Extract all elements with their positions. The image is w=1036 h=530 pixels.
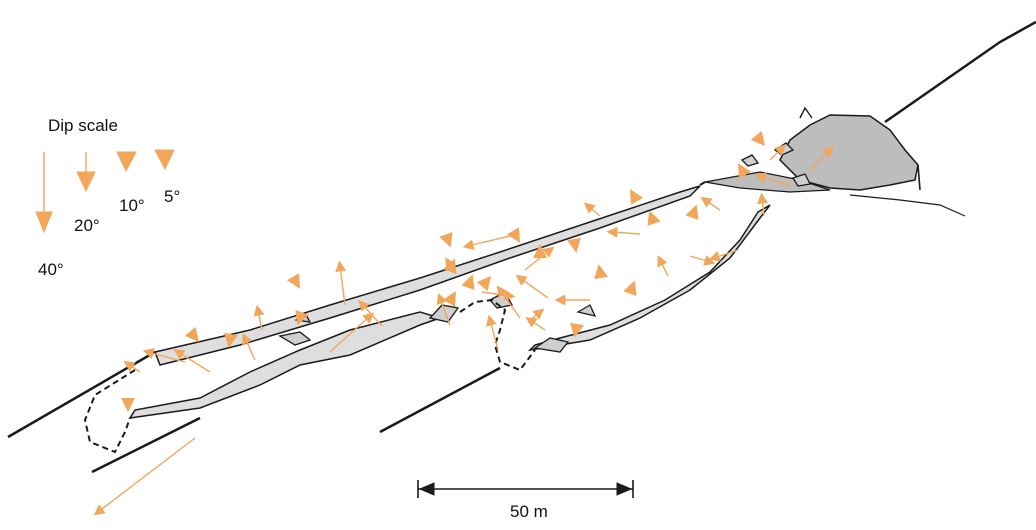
- dip-arrow: [242, 332, 256, 361]
- dip-arrow: [481, 289, 516, 301]
- structure-lines: [7, 20, 1036, 474]
- legend-head-5: [154, 149, 175, 171]
- dip-arrow: [708, 249, 739, 262]
- legend-head-40: [35, 211, 53, 234]
- legend-label-40: 40°: [38, 260, 64, 279]
- dip-arrow: [757, 192, 769, 217]
- dip-arrow: [93, 437, 196, 516]
- dip-head: [647, 210, 661, 227]
- dip-arrow: [358, 299, 383, 327]
- legend-label-5: 5°: [164, 187, 181, 206]
- dip-head: [442, 291, 456, 307]
- legend-head-20: [76, 171, 96, 193]
- upper-wall: [153, 185, 701, 366]
- dip-arrow: [606, 226, 641, 238]
- dip-arrow: [527, 308, 545, 323]
- boulders: [278, 142, 811, 353]
- legend-label-20: 20°: [74, 216, 100, 235]
- chamber: [704, 114, 919, 193]
- dip-arrow: [525, 316, 546, 331]
- legend-label-10: 10°: [119, 196, 145, 215]
- dashed-outlines: [83, 181, 706, 454]
- dip-arrow: [524, 246, 555, 271]
- dip-arrow: [583, 202, 601, 217]
- dip-arrow: [436, 292, 451, 326]
- dip-head: [184, 326, 200, 343]
- dip-arrows: [93, 130, 834, 516]
- dip-arrow: [142, 348, 186, 363]
- dip-arrow: [809, 146, 834, 171]
- dip-arrow: [173, 349, 211, 373]
- dip-arrow: [754, 172, 791, 187]
- dip-head: [476, 275, 492, 292]
- dip-head: [461, 274, 475, 291]
- dip-arrow: [700, 196, 721, 211]
- dip-head: [506, 227, 520, 243]
- dip-head: [295, 309, 309, 326]
- dip-arrow: [486, 314, 499, 351]
- dip-head: [738, 163, 752, 179]
- scale-bar: [417, 480, 634, 498]
- dip-arrow: [335, 260, 347, 306]
- dip-head: [570, 322, 584, 338]
- dip-head: [750, 130, 766, 147]
- dip-arrow: [657, 255, 669, 277]
- dip-arrow: [462, 235, 511, 251]
- dip-head: [439, 231, 453, 248]
- dip-head: [533, 244, 547, 258]
- dip-head: [224, 332, 238, 348]
- legend-head-10: [116, 151, 137, 173]
- dip-arrow: [329, 312, 375, 353]
- dip-head: [594, 264, 608, 280]
- dip-head: [443, 258, 457, 275]
- dip-arrow: [515, 274, 549, 299]
- dip-head: [630, 189, 644, 205]
- dip-arrow: [769, 144, 786, 161]
- dip-head: [286, 273, 300, 289]
- dip-head: [121, 398, 135, 412]
- legend-title: Dip scale: [48, 116, 118, 135]
- dip-head: [685, 204, 699, 221]
- dip-legend-arrows: [35, 149, 175, 234]
- dip-head: [567, 237, 581, 253]
- scale-bar-label: 50 m: [510, 502, 548, 521]
- dip-head: [623, 280, 637, 297]
- dip-arrow: [253, 304, 265, 331]
- dip-arrow: [123, 360, 141, 373]
- dip-arrow: [689, 255, 716, 266]
